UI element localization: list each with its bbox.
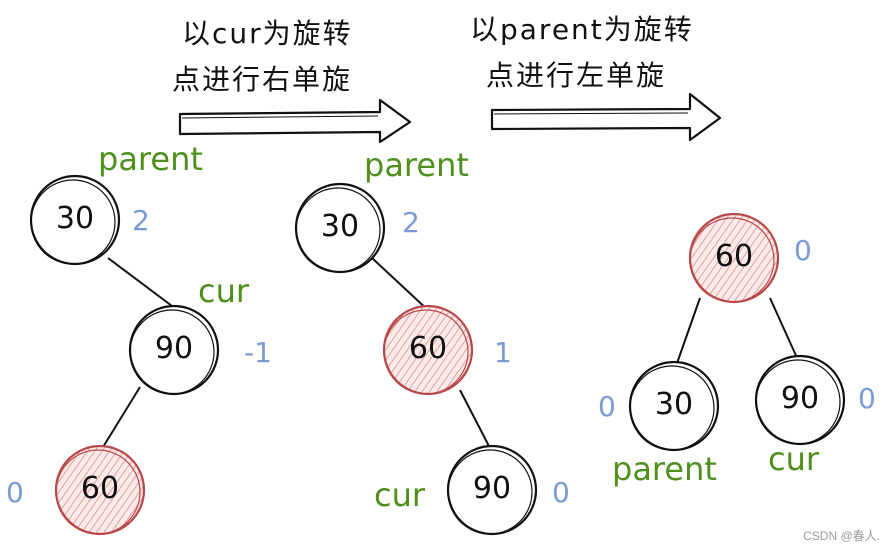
tree3-edges (675, 297, 799, 367)
arrow-right-2 (490, 92, 722, 142)
tree2-node-30-value: 30 (320, 209, 360, 244)
tree3-node-60-value: 60 (714, 239, 754, 274)
tree2-bf-bottom: 0 (552, 476, 570, 509)
arrow-right-1 (178, 98, 412, 144)
caption-step1-line2: 点进行右单旋 (172, 63, 353, 96)
caption-step2-line2: 点进行左单旋 (486, 59, 667, 92)
tree2-node-60-highlighted (382, 304, 474, 396)
tree1-bf-top: 2 (132, 204, 150, 237)
tree3-cur-label: cur (768, 440, 820, 478)
tree1-bf-mid: -1 (244, 336, 272, 369)
tree1-node-30-value: 30 (55, 201, 95, 236)
tree3-parent-label: parent (612, 450, 717, 488)
tree3-bf-left: 0 (598, 390, 616, 423)
tree3-bf-root: 0 (794, 234, 812, 267)
tree3-node-60-highlighted (688, 212, 780, 304)
tree3-bf-right: 0 (858, 382, 876, 415)
tree2-node-60-value: 60 (408, 331, 448, 366)
tree1-node-30 (29, 174, 121, 266)
tree2-node-90 (446, 444, 538, 536)
tree3-node-90-value: 90 (780, 381, 820, 416)
watermark: CSDN @春人. (803, 529, 880, 543)
caption-step2-line1: 以parent为旋转 (470, 13, 694, 46)
tree2-edges (371, 257, 493, 453)
tree1-bf-bottom: 0 (6, 476, 24, 509)
tree1-node-90 (128, 304, 220, 396)
tree1-cur-label: cur (198, 272, 250, 310)
tree2-node-30 (294, 182, 386, 274)
tree3-node-90 (754, 354, 846, 446)
tree2-parent-label: parent (364, 146, 469, 184)
tree2-bf-mid: 1 (494, 336, 512, 369)
tree2-node-90-value: 90 (472, 471, 512, 506)
tree1-node-60-highlighted (54, 444, 146, 536)
tree2-cur-label: cur (374, 476, 426, 514)
tree1-node-90-value: 90 (154, 331, 194, 366)
tree3-node-30-value: 30 (654, 387, 694, 422)
caption-step1-line1: 以cur为旋转 (182, 17, 353, 50)
tree2-bf-top: 2 (402, 206, 420, 239)
tree3-node-30 (628, 360, 720, 452)
tree1-parent-label: parent (98, 140, 203, 178)
tree1-edges (99, 257, 173, 453)
tree1-node-60-value: 60 (80, 471, 120, 506)
